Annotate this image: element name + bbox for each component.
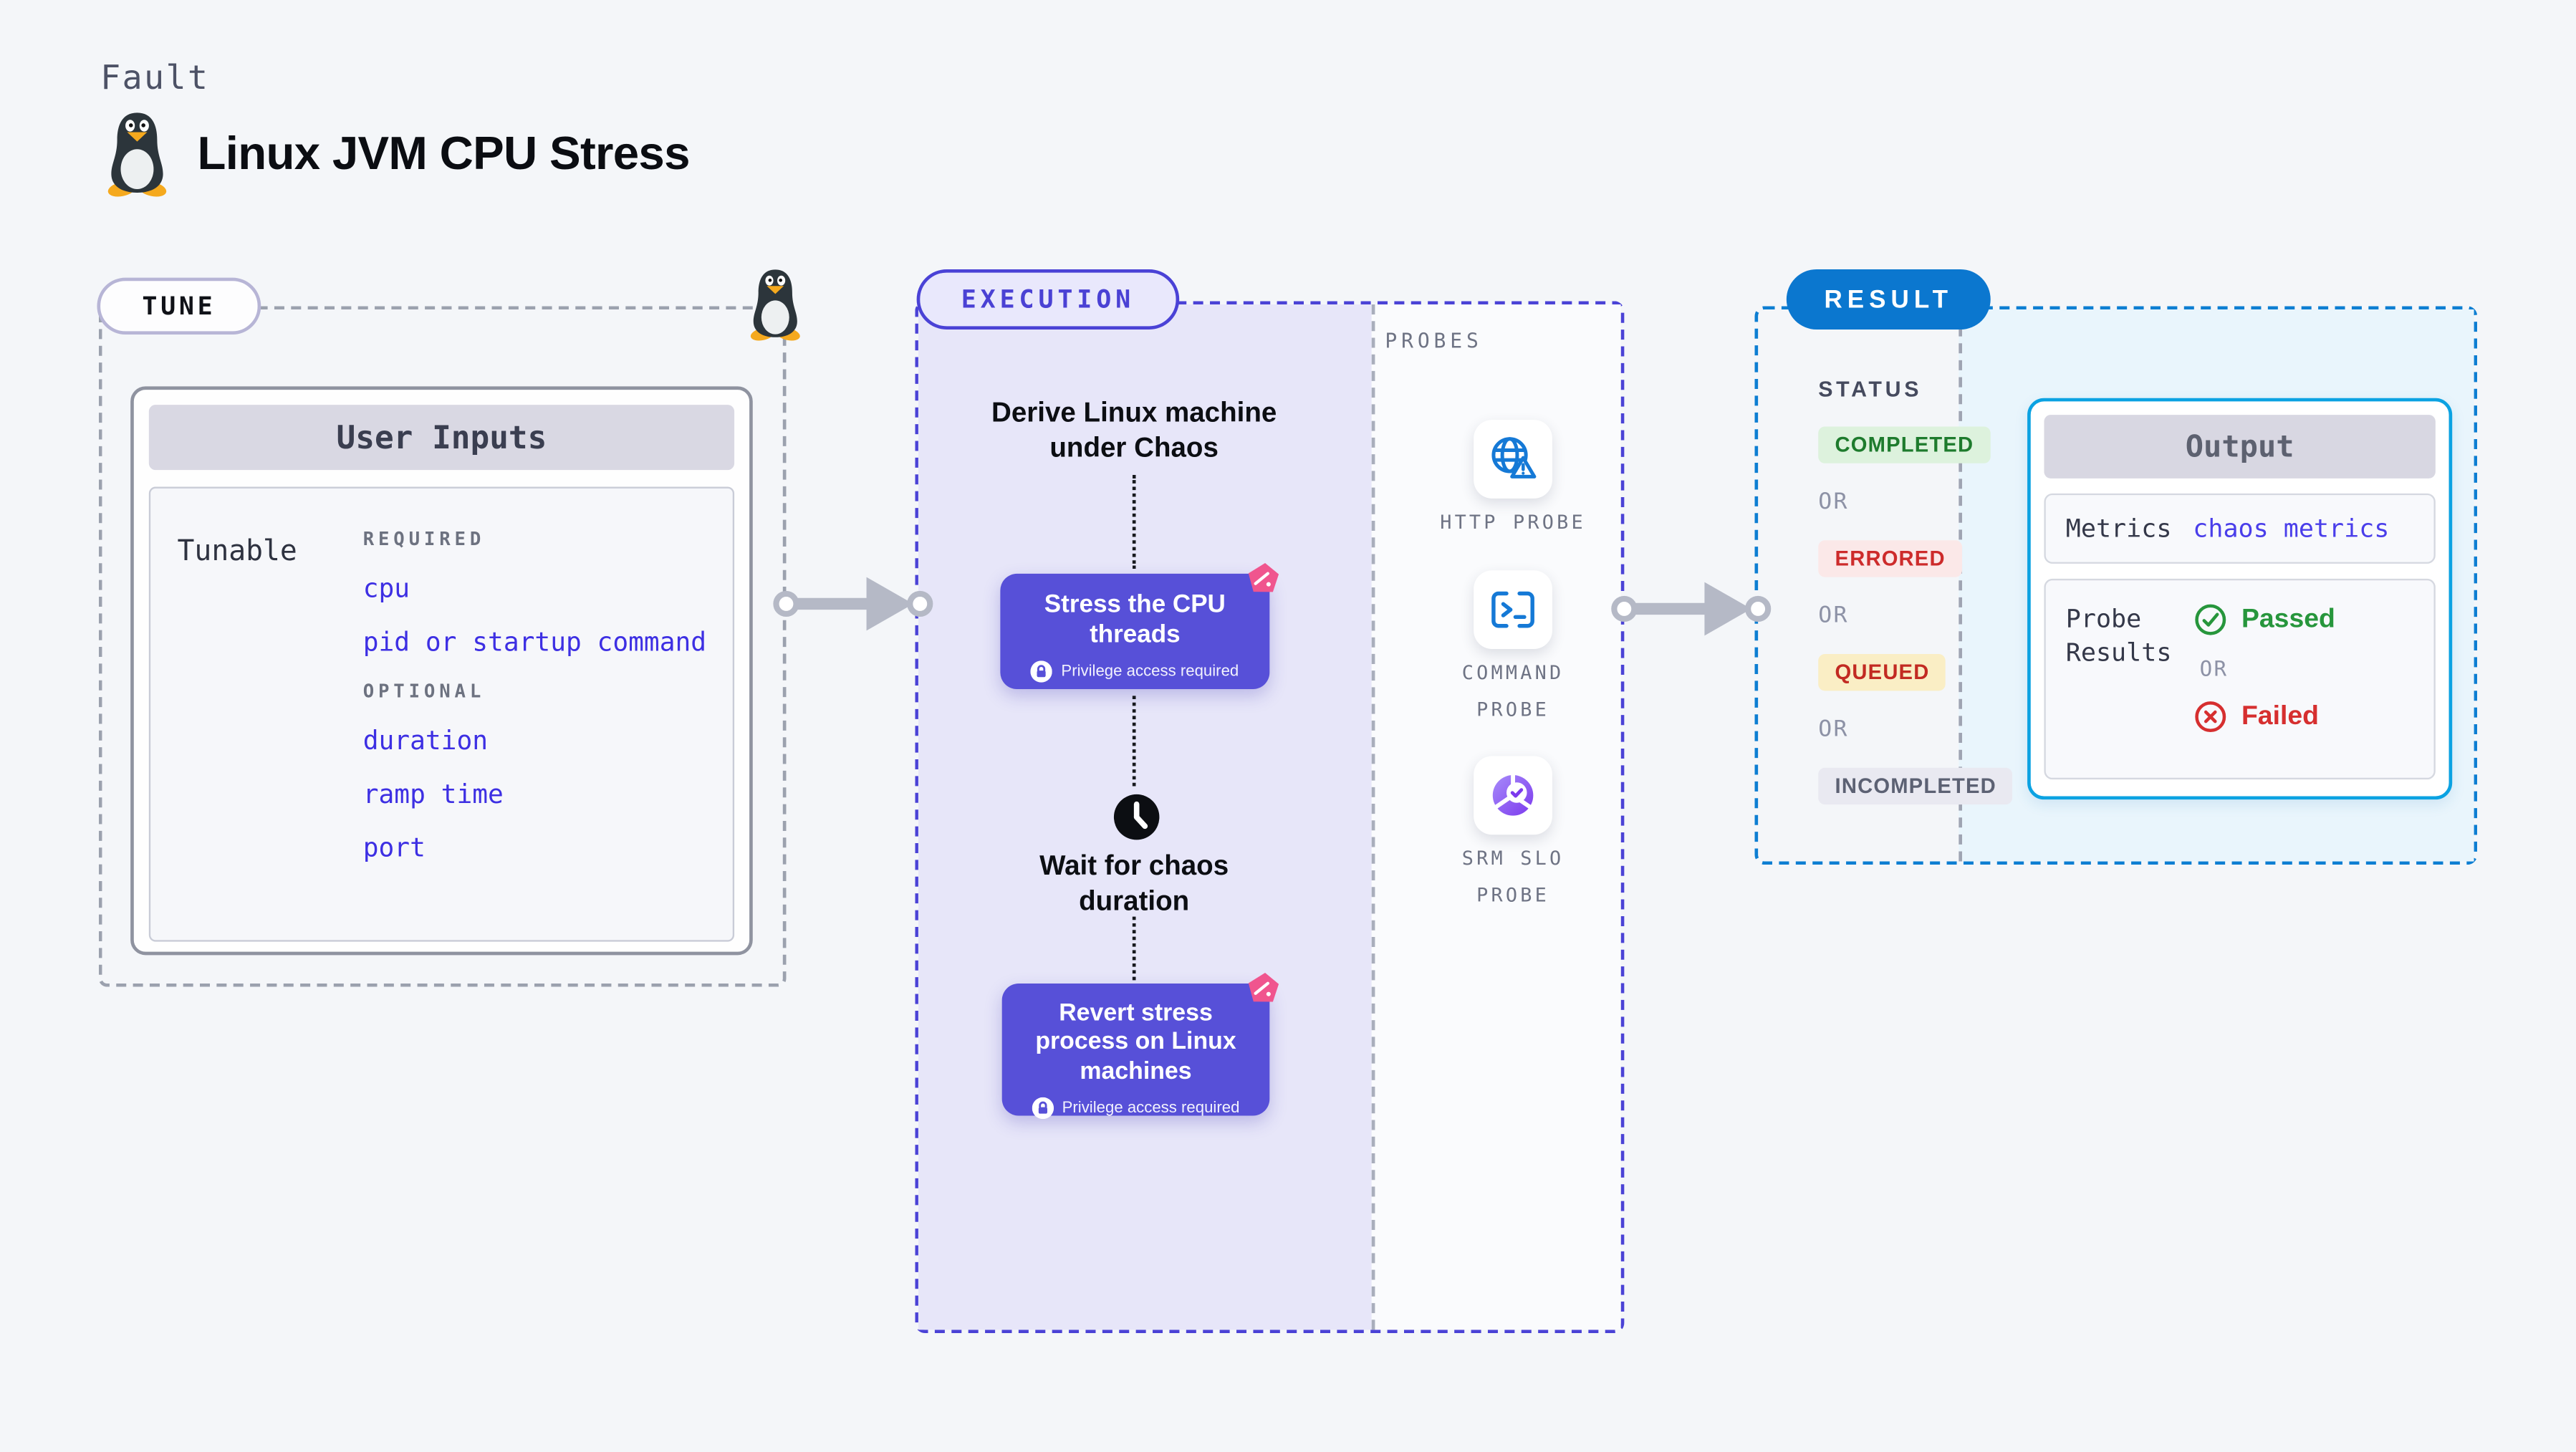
chaos-icon: [1248, 973, 1279, 1002]
privilege-note: Privilege access required: [1061, 662, 1239, 681]
flow-connector: [1132, 475, 1136, 569]
revert-stress-step[interactable]: Revert stress process on Linux machines …: [1001, 973, 1279, 1120]
result-badge: RESULT: [1786, 269, 1991, 330]
flow-connector: [1132, 916, 1136, 981]
status-badge-queued: QUEUED: [1818, 654, 1946, 691]
page-title: Linux JVM CPU Stress: [197, 127, 691, 179]
result-section-box: STATUS COMPLETED OR ERRORED OR QUEUED OR…: [1754, 306, 2478, 865]
status-column: STATUS COMPLETED OR ERRORED OR QUEUED OR…: [1818, 376, 2014, 805]
terminal-icon: [1491, 591, 1534, 628]
probes-divider: [1371, 304, 1375, 1330]
flow-connector: [1132, 696, 1136, 787]
tunable-row-label: Tunable: [177, 535, 297, 569]
tune-section-box: [98, 306, 787, 987]
page-eyebrow: Fault: [100, 57, 210, 97]
tunable-port[interactable]: port: [362, 832, 426, 863]
failed-label: Failed: [2241, 701, 2319, 731]
command-probe-card[interactable]: [1474, 570, 1552, 650]
probe-results-row: Probe Results Passed OR: [2044, 578, 2436, 780]
probe-results-label: Probe Results: [2065, 603, 2172, 668]
tune-badge: TUNE: [97, 277, 261, 335]
status-badge-completed: COMPLETED: [1818, 426, 1991, 463]
tunable-pid-or-startup-command[interactable]: pid or startup command: [362, 627, 707, 658]
optional-heading: OPTIONAL: [362, 681, 486, 703]
clock-icon: [1113, 794, 1160, 840]
tune-to-execution-arrow-icon: [773, 577, 933, 631]
passed-label: Passed: [2241, 605, 2335, 633]
srm-slo-probe-label: SRM SLO PROBE: [1461, 846, 1565, 907]
slo-pie-icon: [1492, 774, 1534, 816]
probes-heading: PROBES: [1385, 330, 1483, 353]
x-circle-icon: [2195, 701, 2226, 733]
linux-tux-icon-small: [750, 269, 800, 341]
or-label: OR: [1818, 716, 1849, 743]
srm-slo-probe-card[interactable]: [1474, 756, 1552, 835]
or-label: OR: [2199, 655, 2229, 681]
output-panel: Output Metrics chaos metrics Probe Resul…: [2027, 398, 2453, 800]
metrics-value-link[interactable]: chaos metrics: [2193, 513, 2390, 544]
tunable-ramp-time[interactable]: ramp time: [362, 779, 504, 810]
wait-step-label: Wait for chaos duration: [1039, 851, 1229, 916]
status-badge-incompleted: INCOMPLETED: [1818, 767, 2014, 805]
stress-cpu-title: Stress the CPU threads: [1044, 590, 1226, 650]
check-circle-icon: [2195, 604, 2226, 635]
metrics-row: Metrics chaos metrics: [2044, 493, 2436, 564]
execution-badge: EXECUTION: [916, 269, 1180, 330]
status-heading: STATUS: [1818, 376, 1923, 402]
derive-step-label: Derive Linux machine under Chaos: [991, 398, 1277, 463]
failed-result: Failed: [2193, 699, 2335, 734]
command-probe-label: COMMAND PROBE: [1461, 660, 1565, 721]
or-label: OR: [1818, 488, 1849, 516]
user-inputs-header: User Inputs: [148, 405, 735, 471]
chaos-icon: [1248, 562, 1279, 592]
privilege-note: Privilege access required: [1062, 1099, 1240, 1118]
globe-alert-icon: [1491, 437, 1537, 479]
output-header: Output: [2044, 415, 2436, 479]
passed-result: Passed: [2193, 602, 2335, 638]
metrics-label: Metrics: [2065, 513, 2172, 544]
tunable-duration[interactable]: duration: [362, 726, 489, 756]
revert-stress-title: Revert stress process on Linux machines: [1035, 1000, 1236, 1085]
tunables-table: Tunable REQUIRED cpu pid or startup comm…: [148, 486, 735, 942]
linux-tux-icon: [107, 112, 167, 197]
or-label: OR: [1818, 602, 1849, 629]
http-probe-card[interactable]: [1474, 420, 1552, 499]
status-badge-errored: ERRORED: [1818, 540, 1963, 577]
http-probe-label: HTTP PROBE: [1440, 510, 1586, 534]
user-inputs-panel: User Inputs Tunable REQUIRED cpu pid or …: [130, 386, 753, 956]
stress-cpu-step[interactable]: Stress the CPU threads Privilege access …: [1000, 562, 1279, 690]
lock-icon: [1032, 1097, 1054, 1120]
tunable-cpu[interactable]: cpu: [362, 573, 410, 604]
result-divider: [1959, 309, 1963, 862]
required-heading: REQUIRED: [362, 528, 486, 551]
execution-section-box: Derive Linux machine under Chaos Stress …: [915, 301, 1625, 1334]
lock-icon: [1031, 660, 1053, 683]
probes-to-result-arrow-icon: [1611, 582, 1772, 636]
